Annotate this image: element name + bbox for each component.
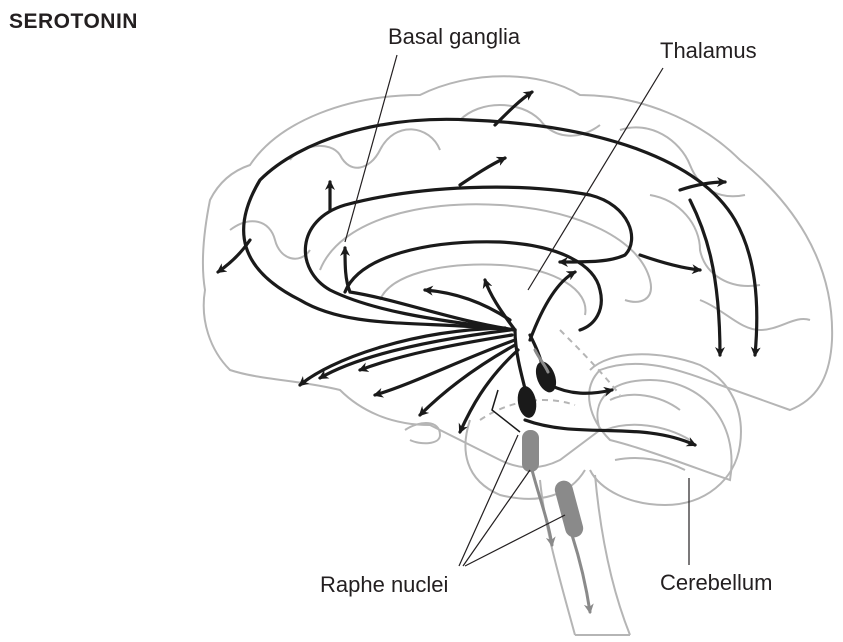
pathway-outer-branch-top (495, 92, 532, 125)
corpus-callosum (320, 204, 651, 302)
pathway-outer-branch-front (218, 240, 250, 272)
raphe-bracket (492, 390, 520, 432)
label-basal-ganglia: Basal ganglia (388, 24, 520, 50)
leader-basal-ganglia (345, 55, 397, 242)
label-raphe-nuclei: Raphe nuclei (320, 572, 448, 598)
gyrus-1 (290, 129, 440, 167)
pathway-inner-thalamus (485, 280, 515, 330)
label-thalamus: Thalamus (660, 38, 757, 64)
pathway-inner-ring (345, 242, 601, 330)
pathway-middle-branch-top (460, 158, 505, 185)
cortex-outline (203, 76, 832, 480)
raphe-nucleus-median (515, 385, 538, 420)
pathway-right-arc (530, 272, 575, 340)
raphe-nucleus-dorsal (532, 359, 560, 395)
pathway-outer-branch-back (680, 182, 725, 190)
descending-2 (572, 535, 590, 612)
pathway-cerebellum (525, 420, 695, 445)
gyrus-4 (230, 221, 310, 258)
raphe-nucleus-medullary (553, 479, 585, 540)
gyrus-3 (620, 127, 745, 196)
olfactory-outline (405, 423, 440, 443)
pathway-back-lower (690, 200, 720, 355)
pathway-frontal-low-3 (420, 345, 515, 415)
label-cerebellum: Cerebellum (660, 570, 773, 596)
leader-raphe-2 (463, 470, 530, 566)
pathway-outer (244, 119, 757, 355)
pathway-middle-right (640, 255, 700, 270)
pathway-cerebellum-upper (550, 385, 612, 393)
raphe-nucleus-pontine (522, 430, 539, 472)
brainstem-right (595, 475, 630, 635)
descending-1 (532, 470, 552, 545)
